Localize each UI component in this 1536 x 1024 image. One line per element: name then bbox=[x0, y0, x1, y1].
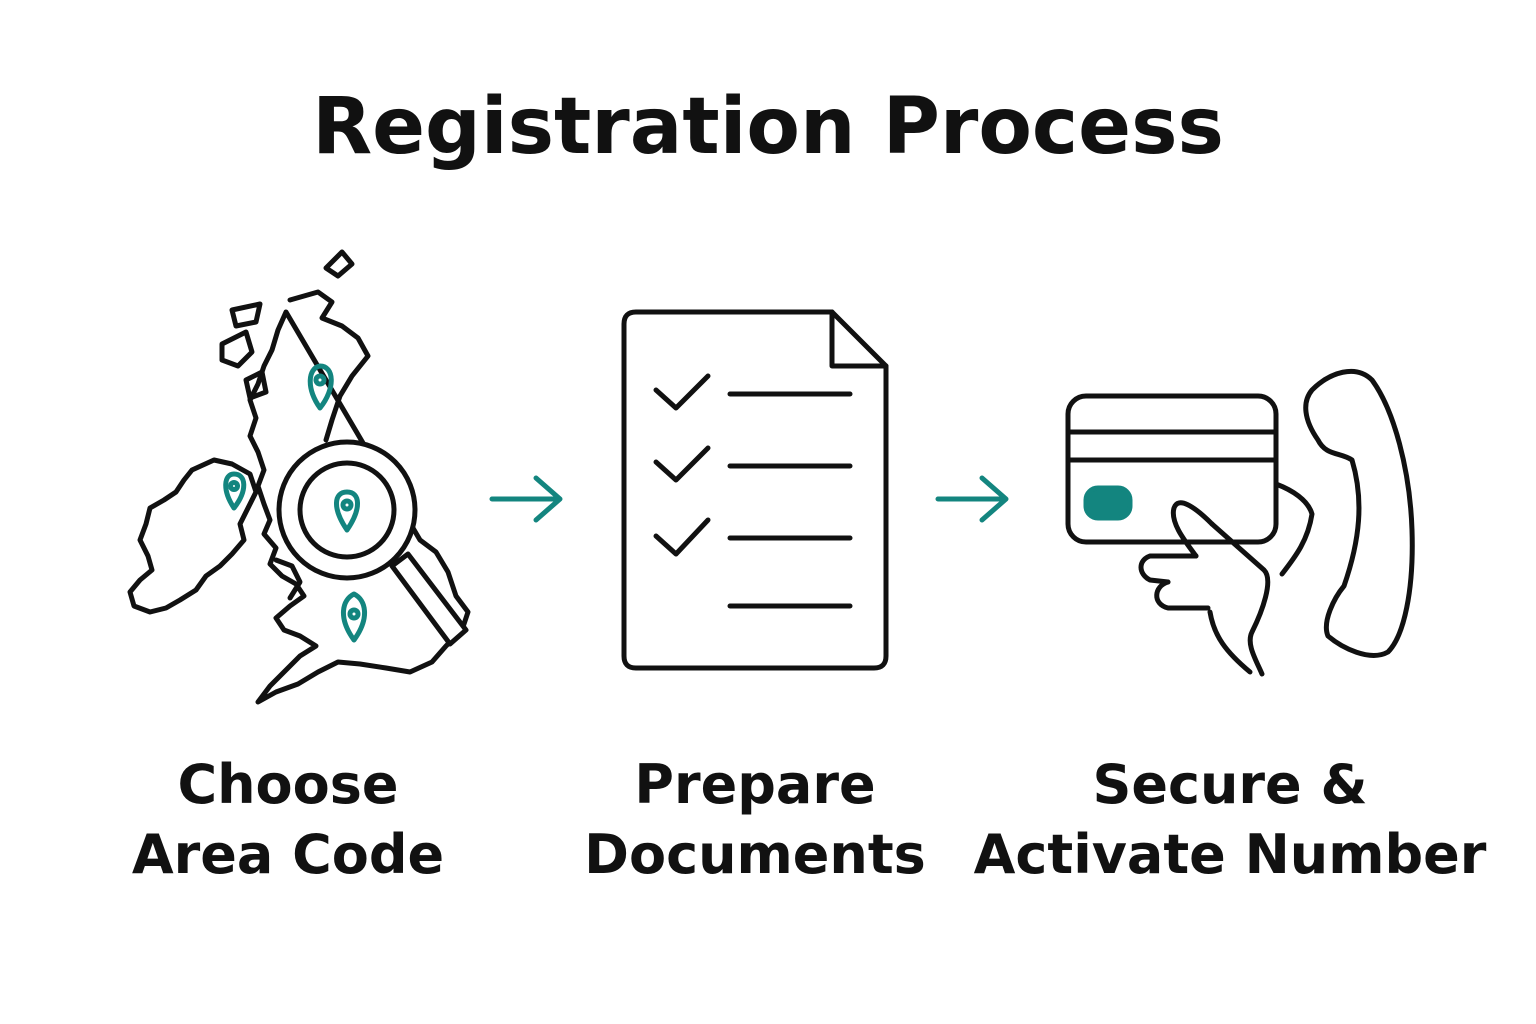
arrow-right-icon bbox=[489, 475, 563, 523]
arrow-right-icon bbox=[935, 475, 1009, 523]
uk-map-magnifier-icon bbox=[127, 249, 471, 705]
step-label-line: Secure & bbox=[1092, 753, 1368, 816]
island-north bbox=[323, 249, 355, 279]
step-label-choose-area-code: Choose Area Code bbox=[88, 750, 488, 890]
island-west-3 bbox=[243, 369, 269, 401]
checklist-document-icon bbox=[621, 309, 889, 671]
check-icon bbox=[653, 517, 711, 557]
island-west-1 bbox=[229, 301, 263, 329]
step-label-secure-activate-number: Secure & Activate Number bbox=[970, 750, 1490, 890]
credit-card-icon bbox=[1065, 393, 1279, 545]
location-pin-icon bbox=[341, 591, 367, 643]
document-outline bbox=[621, 309, 889, 671]
phone-handset-icon bbox=[1303, 368, 1415, 658]
magnifier-lens-inner bbox=[297, 460, 397, 560]
diagram-title: Registration Process bbox=[312, 82, 1224, 172]
great-britain-outline bbox=[247, 289, 471, 705]
check-icon bbox=[653, 445, 711, 483]
location-pin-icon bbox=[334, 489, 360, 533]
island-west-2 bbox=[219, 329, 255, 369]
wales-coast bbox=[273, 557, 303, 601]
step-label-line: Activate Number bbox=[973, 823, 1487, 886]
step-label-prepare-documents: Prepare Documents bbox=[555, 750, 955, 890]
card-hand-phone-icon bbox=[1065, 368, 1415, 677]
location-pin-icon bbox=[307, 363, 334, 411]
document-fold bbox=[829, 309, 889, 369]
magnifier-handle bbox=[389, 551, 469, 647]
ireland-outline bbox=[127, 457, 259, 615]
hand-icon bbox=[1138, 481, 1315, 677]
check-icon bbox=[653, 373, 711, 411]
location-pin-icon bbox=[223, 471, 247, 511]
step-label-line: Documents bbox=[584, 823, 926, 886]
step-label-line: Choose bbox=[177, 753, 399, 816]
card-chip bbox=[1083, 485, 1133, 521]
step-label-line: Area Code bbox=[131, 823, 445, 886]
step-label-line: Prepare bbox=[634, 753, 876, 816]
